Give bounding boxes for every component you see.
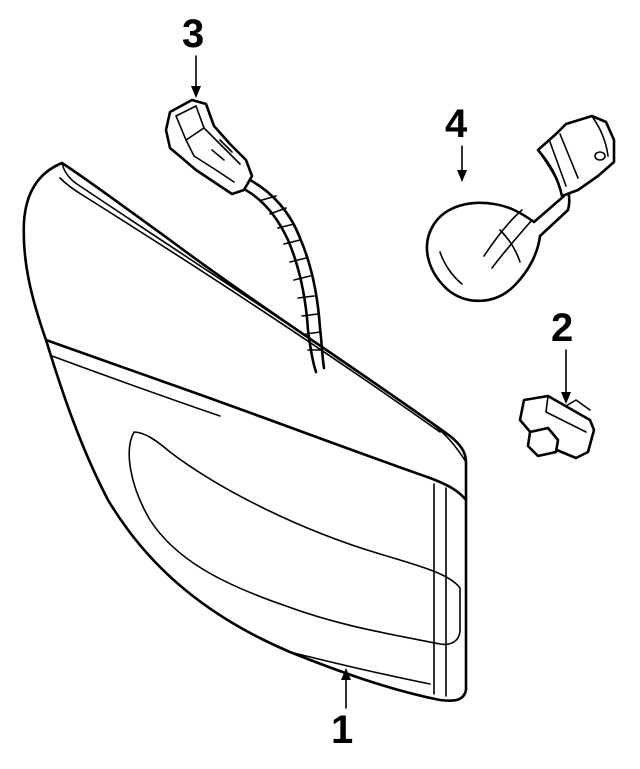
bulb (425, 114, 616, 303)
connector-socket (164, 98, 254, 196)
leader-arrow-1 (341, 668, 351, 709)
callout-2: 2 (551, 306, 574, 350)
tail-lamp-housing (22, 161, 468, 702)
leader-arrow-2 (561, 349, 571, 404)
callout-3: 3 (182, 12, 205, 56)
leader-arrow-4 (457, 145, 467, 182)
callout-1: 1 (331, 708, 354, 752)
leader-arrow-3 (191, 55, 201, 98)
callout-4: 4 (445, 102, 468, 146)
retainer-clip (518, 394, 596, 460)
wire-harness (236, 178, 326, 374)
